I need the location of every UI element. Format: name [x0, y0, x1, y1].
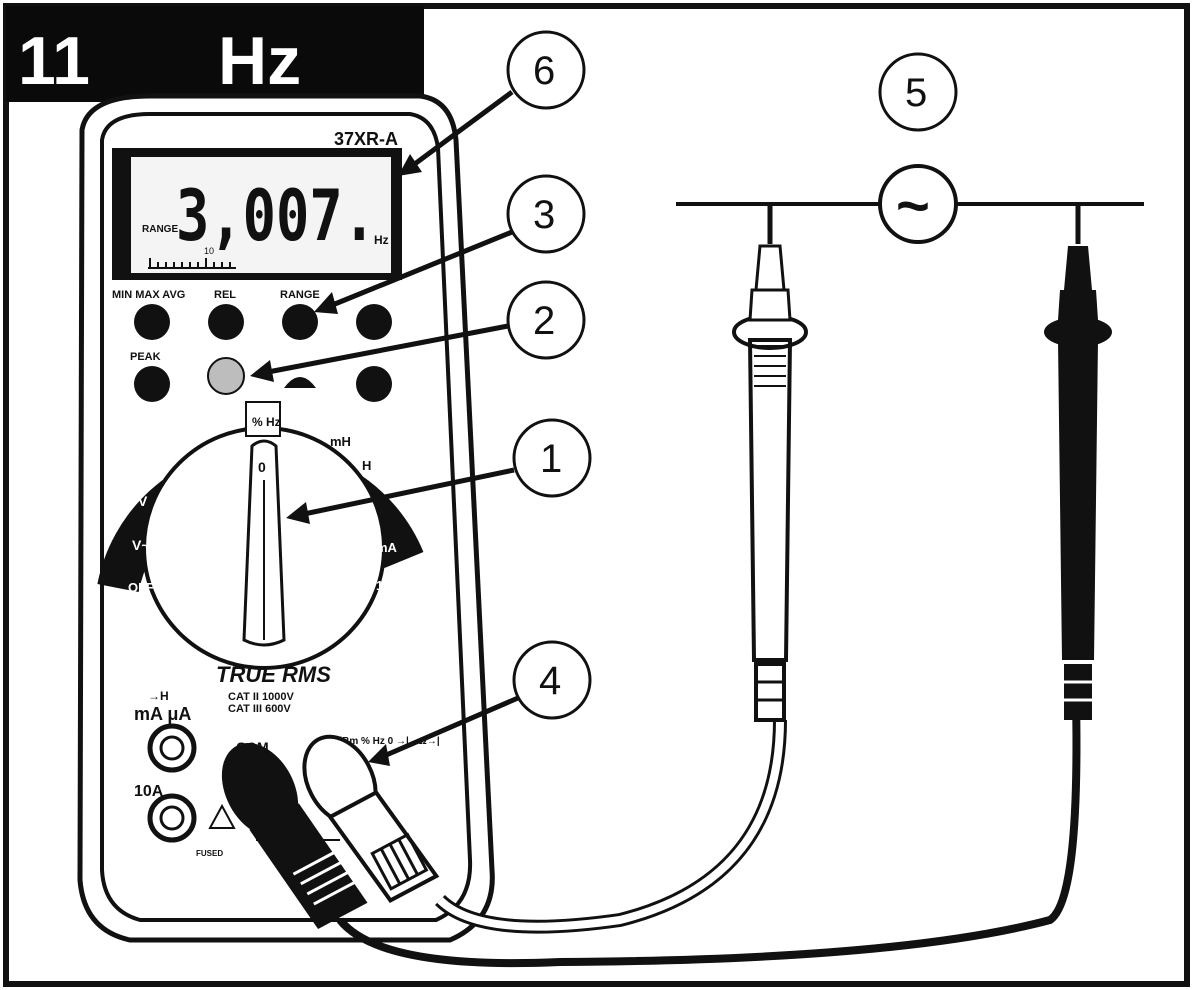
callout-2 [506, 280, 586, 360]
jack-label-vohm: dBm % Hz 0 →|←Ω→| [336, 736, 440, 747]
black-probe[interactable] [1044, 206, 1112, 720]
callout-1 [512, 418, 592, 498]
brand-text: TRUE RMS [216, 662, 331, 687]
warning-icon [208, 803, 236, 829]
ac-source-symbol [878, 164, 958, 244]
callout-1-label: 1 [540, 437, 562, 481]
callout-6-label: 6 [533, 49, 555, 93]
red-probe[interactable] [732, 206, 808, 722]
callout-3-label: 3 [533, 193, 555, 237]
jack-label-ma: mA μA [134, 704, 191, 724]
callout-2-arrow [267, 323, 509, 375]
jack-label-10a: 10A [134, 783, 164, 800]
callout-1-arrow [303, 467, 515, 517]
step-number: 11 [18, 23, 90, 99]
shift-button[interactable] [207, 357, 245, 395]
range-button[interactable] [282, 304, 318, 340]
dial-pos-hz: % Hz [252, 415, 281, 429]
btn-label-rel: REL [214, 289, 236, 301]
btn-label-minmax: MIN MAX AVG [112, 289, 185, 301]
dial-pos-diode: →|← [290, 417, 317, 431]
jack-label-ma-top: →H [148, 689, 169, 703]
dial-pos-10a: 10A [376, 578, 400, 593]
dial-pos-vdc: V [138, 493, 148, 509]
dial-pos-cap: |← [176, 435, 194, 451]
dial-pos-logic: LOGIC [204, 418, 236, 429]
peak-button[interactable] [134, 366, 170, 402]
fuse-label: FUSED [196, 849, 223, 858]
ac-source: ~ [676, 164, 1144, 244]
model-label: 37XR-A [334, 129, 398, 149]
black-lead-wire [336, 699, 1081, 968]
callout-5 [878, 52, 958, 132]
btn-label-peak: PEAK [130, 351, 161, 363]
lcd-display: RANGE 3,007. Hz 10 [112, 148, 402, 280]
btn-label-range: RANGE [280, 289, 320, 301]
dial-pos-ohm: Ω [154, 461, 165, 477]
header-block: 11 Hz [6, 6, 424, 102]
minmax-button[interactable] [134, 304, 170, 340]
range-indicator: RANGE [142, 224, 178, 235]
bargraph-tick-label: 10 [204, 246, 214, 256]
step-unit: Hz [218, 23, 301, 99]
hold-button[interactable] [356, 304, 392, 340]
rel-button[interactable] [208, 304, 244, 340]
com-plug[interactable] [207, 726, 368, 938]
rotary-dial[interactable]: % Hz OFF V~ V Ω |← LOGIC →|← mH H mA 10A… [97, 401, 424, 670]
dial-pos-h: H [362, 458, 371, 473]
callout-3-arrow [329, 229, 513, 309]
ac-wave-icon: ~ [896, 174, 930, 239]
dial-pos-off: OFF [128, 580, 154, 595]
callout-4 [512, 640, 592, 720]
callout-3 [506, 174, 586, 254]
mode-button[interactable] [356, 366, 392, 402]
dial-pointer-label: 0 [258, 459, 266, 475]
display-reading: 3,007. [176, 175, 376, 257]
hz-position-highlight [245, 401, 281, 437]
display-unit: Hz [374, 233, 389, 247]
dial-pos-vac: V~ [132, 537, 150, 553]
backlight-button[interactable] [284, 377, 316, 388]
callout-4-label: 4 [539, 659, 561, 703]
callout-5-label: 5 [905, 71, 927, 115]
callout-4-arrow [383, 695, 519, 759]
callout-6-arrow [410, 89, 514, 169]
outer-frame [3, 3, 1190, 987]
bargraph [148, 258, 236, 269]
cat-line-1: CAT II 1000V [228, 691, 294, 703]
dial-pos-mh: mH [330, 434, 351, 449]
callout-6 [506, 30, 586, 110]
dial-pos-ma: mA [376, 540, 398, 555]
cat-line-2: CAT III 600V [228, 703, 291, 715]
callout-2-label: 2 [533, 299, 555, 343]
volt-plug[interactable] [290, 721, 440, 910]
